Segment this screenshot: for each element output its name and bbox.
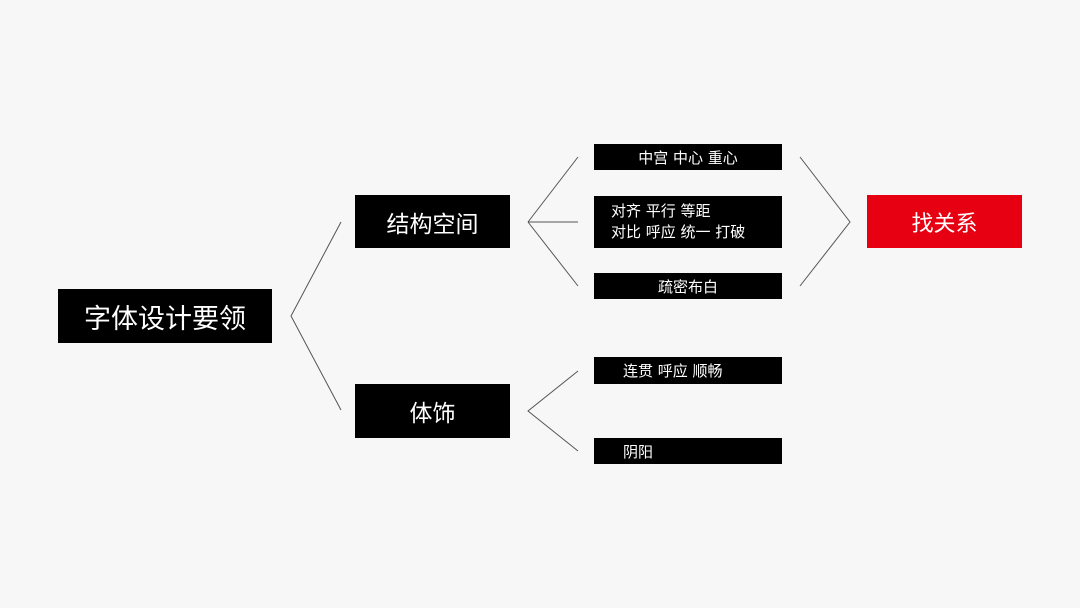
leaf-align-line-1: 对齐 平行 等距 (611, 202, 711, 220)
leaf-align-contrast: 对齐 平行 等距 对比 呼应 统一 打破 (594, 196, 782, 248)
structure-space-node: 结构空间 (355, 195, 510, 248)
leaf-yinyang-label: 阴阳 (623, 442, 654, 461)
connector-conclusion-bracket (799, 156, 851, 287)
ornament-node: 体饰 (355, 384, 510, 438)
leaf-flow-label: 连贯 呼应 顺畅 (623, 362, 723, 380)
root-node: 字体设计要领 (58, 289, 272, 343)
leaf-flow: 连贯 呼应 顺畅 (594, 357, 782, 384)
ornament-label: 体饰 (409, 401, 456, 427)
leaf-palace-center-label: 中宫 中心 重心 (638, 148, 738, 167)
root-node-label: 字体设计要领 (84, 303, 246, 335)
conclusion-label: 找关系 (911, 211, 978, 237)
leaf-yinyang: 阴阳 (594, 438, 782, 464)
conclusion-node: 找关系 (867, 195, 1022, 248)
connector-structure-lower (527, 221, 579, 287)
connector-ornament-bracket (527, 370, 579, 452)
leaf-density-label: 疏密布白 (657, 277, 718, 296)
connector-root-bracket (290, 221, 342, 411)
connector-structure-upper (527, 156, 579, 223)
leaf-density: 疏密布白 (594, 273, 782, 299)
leaf-palace-center: 中宫 中心 重心 (594, 144, 782, 170)
leaf-align-line-2: 对比 呼应 统一 打破 (611, 223, 746, 241)
structure-space-label: 结构空间 (386, 211, 479, 238)
